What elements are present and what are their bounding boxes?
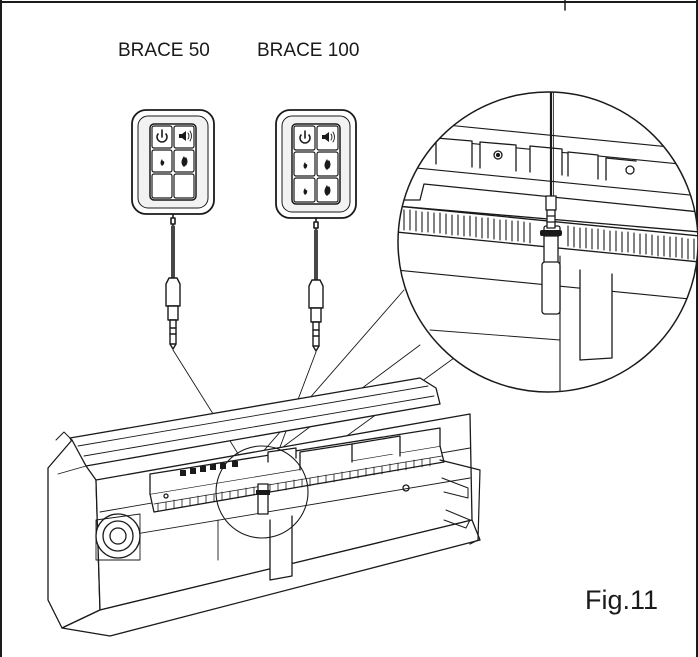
remote-a-jack-plug (165, 277, 181, 350)
remote-a-cable (170, 213, 176, 279)
magnified-detail (398, 92, 698, 392)
remote-a-button-grid (151, 125, 195, 199)
remote-b-cable (313, 217, 319, 281)
flame-high-icon (324, 185, 331, 196)
connector-teeth (157, 457, 431, 512)
flame-high-icon (324, 159, 331, 170)
power-icon (156, 129, 168, 143)
flame-low-icon (303, 188, 308, 195)
power-icon (299, 130, 311, 144)
mounting-bracket (439, 459, 481, 545)
model-label-brace-50: BRACE 50 (118, 40, 210, 61)
switch-row (180, 461, 238, 476)
flame-low-icon (303, 162, 308, 169)
model-label-brace-100: BRACE 100 (257, 40, 360, 61)
flame-low-icon (160, 159, 165, 166)
sound-icon (322, 131, 335, 143)
magnified-connector-teeth (403, 209, 695, 260)
socket-plug (257, 483, 269, 515)
remote-brace-50 (131, 109, 215, 350)
sound-icon (179, 130, 192, 142)
figure-number: Fig.11 (585, 585, 659, 615)
heater-insert (47, 377, 481, 637)
magnified-jack-plug (540, 92, 562, 315)
detail-marker-circle (215, 445, 309, 539)
flame-high-icon (181, 156, 188, 167)
remote-b-jack-plug (308, 279, 324, 352)
remote-brace-100 (275, 109, 357, 352)
magnifier-circle (397, 91, 698, 393)
